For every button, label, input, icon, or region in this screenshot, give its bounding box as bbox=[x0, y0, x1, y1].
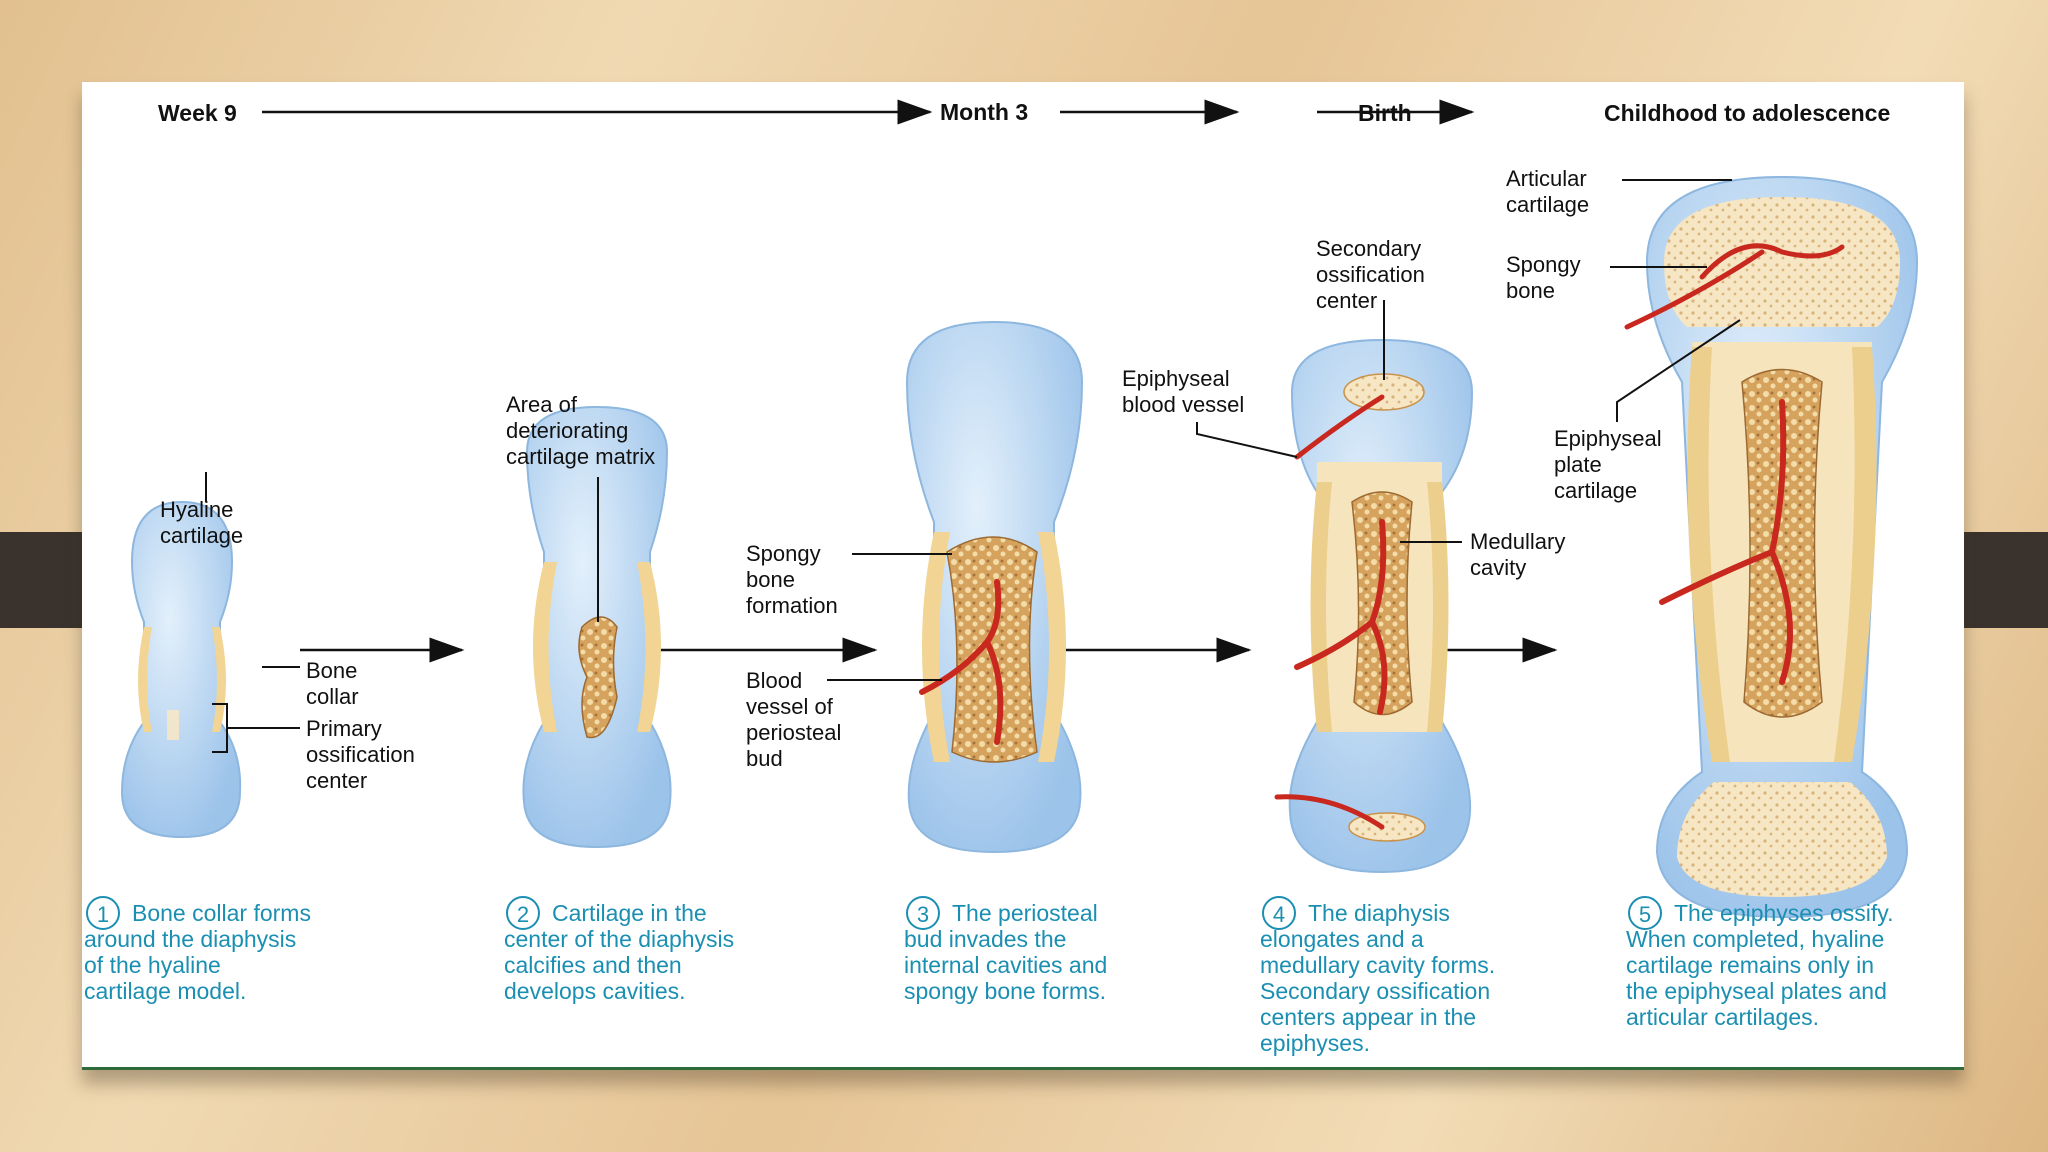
right-accent-bar bbox=[1960, 532, 2048, 628]
label-hyaline-cartilage: Hyaline cartilage bbox=[160, 497, 244, 548]
label-spongy-bone: Spongy bone bbox=[1506, 252, 1581, 303]
bone-stage-3 bbox=[905, 320, 1084, 854]
step-4-caption: The diaphysis elongates and a medullary … bbox=[1260, 900, 1496, 1056]
step-2-number: 2 bbox=[506, 896, 540, 930]
label-primary-ossification-center: Primary ossification center bbox=[306, 716, 415, 793]
bone-stage-5 bbox=[1624, 175, 1919, 919]
step-5-caption: The epiphyses ossify. When completed, hy… bbox=[1626, 900, 1894, 1030]
step-1-number: 1 bbox=[86, 896, 120, 930]
bone-stage-2 bbox=[522, 405, 672, 849]
leaders-stage-1 bbox=[205, 472, 300, 753]
label-secondary-ossification-center: Secondary ossification center bbox=[1316, 236, 1425, 313]
label-medullary-cavity: Medullary cavity bbox=[1470, 529, 1566, 580]
label-bone-collar: Bone collar bbox=[306, 658, 359, 709]
diagram-panel: Week 9 Month 3 Birth Childhood to adoles… bbox=[82, 82, 1964, 1070]
step-2-caption: Cartilage in the center of the diaphysis… bbox=[504, 900, 735, 1004]
timeline-birth: Birth bbox=[1358, 100, 1412, 126]
timeline-month-3: Month 3 bbox=[940, 99, 1029, 125]
leaders-stage-4 bbox=[1196, 300, 1462, 543]
step-1-caption: Bone collar forms around the diaphysis o… bbox=[84, 900, 311, 1004]
timeline-childhood: Childhood to adolescence bbox=[1604, 100, 1891, 126]
label-epiphyseal-plate-cartilage: Epiphyseal plate cartilage bbox=[1554, 426, 1662, 503]
leaders-stage-3 bbox=[827, 553, 952, 681]
step-4-number: 4 bbox=[1262, 896, 1296, 930]
label-articular-cartilage: Articular cartilage bbox=[1506, 166, 1590, 217]
label-epiphyseal-blood-vessel: Epiphyseal blood vessel bbox=[1122, 366, 1245, 417]
step-5-number: 5 bbox=[1628, 896, 1662, 930]
diagram-artwork bbox=[120, 99, 1919, 919]
leaders-stage-5 bbox=[1610, 179, 1741, 422]
left-accent-bar bbox=[0, 532, 84, 628]
label-deteriorating-cartilage: Area of deteriorating cartilage matrix bbox=[506, 392, 656, 469]
step-3-caption: The periosteal bud invades the internal … bbox=[904, 900, 1108, 1004]
label-blood-vessel-periosteal-bud: Blood vessel of periosteal bud bbox=[746, 668, 842, 771]
bone-stage-1 bbox=[120, 500, 242, 839]
timeline-week-9: Week 9 bbox=[158, 100, 237, 126]
step-3-number: 3 bbox=[906, 896, 940, 930]
bone-stage-4 bbox=[1274, 338, 1474, 874]
label-spongy-bone-formation: Spongy bone formation bbox=[746, 541, 838, 618]
